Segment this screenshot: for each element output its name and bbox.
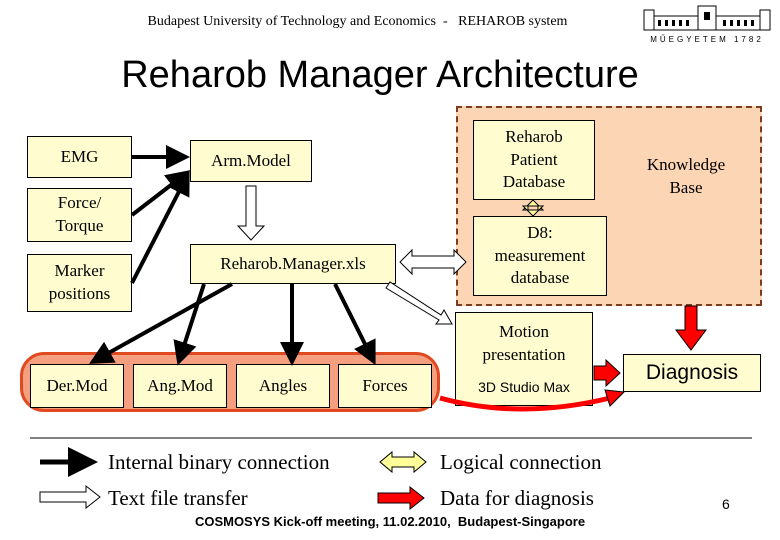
force-torque-box: Force/ Torque (27, 188, 132, 242)
patient-d8-logical-arrow-lower (521, 205, 545, 217)
dermod-box: Der.Mod (30, 364, 124, 408)
motion-presentation-box: Motion presentation 3D Studio Max (455, 312, 593, 406)
manager-box: Reharob.Manager.xls (190, 244, 396, 284)
page-number: 6 (722, 496, 730, 512)
manager-to-dermod-arrow (89, 282, 233, 364)
manager-to-angmod-arrow (173, 283, 206, 366)
manager-to-motion-arrow (385, 281, 453, 325)
knowledge-to-diagnosis-arrow (675, 305, 707, 351)
legend-text-symbol (39, 484, 101, 510)
legend-logical-label: Logical connection (440, 450, 602, 474)
legend-data-label: Data for diagnosis (440, 486, 594, 510)
outputs-to-diagnosis-curve (439, 395, 611, 412)
patient-database-box: Reharob Patient Database (473, 120, 595, 200)
knowledge-base-label: Knowledge Base (646, 155, 726, 197)
emg-box: EMG (27, 136, 132, 178)
studio-max-label: 3D Studio Max (478, 379, 570, 395)
d8-database-box: D8: measurement database (473, 216, 607, 296)
manager-d8-arrow (399, 248, 467, 276)
slide-title: Reharob Manager Architecture (121, 54, 639, 96)
footer-text: COSMOSYS Kick-off meeting, 11.02.2010, B… (194, 514, 586, 529)
outputs-to-diagnosis-arrowhead (604, 389, 626, 407)
marker-to-armmodel-arrow (130, 170, 190, 284)
marker-positions-box: Marker positions (27, 254, 132, 312)
legend-logical-symbol (379, 450, 427, 474)
motion-title: Motion presentation (482, 322, 566, 364)
legend-text-label: Text file transfer (108, 486, 248, 510)
manager-to-forces-arrow (333, 283, 376, 366)
university-logo: MŰEGYETEM 1782 (638, 2, 776, 44)
motion-to-diagnosis-arrow (593, 358, 621, 388)
angmod-box: Ang.Mod (133, 364, 227, 408)
legend-binary-label: Internal binary connection (108, 450, 330, 474)
header-text: Budapest University of Technology and Ec… (147, 14, 568, 29)
legend-data-symbol (377, 485, 425, 511)
logo-text: MŰEGYETEM 1782 (650, 35, 764, 44)
armmodel-to-manager-arrow (236, 185, 266, 241)
forces-box: Forces (338, 364, 432, 408)
armmodel-box: Arm.Model (190, 140, 312, 182)
diagnosis-box: Diagnosis (623, 354, 761, 392)
